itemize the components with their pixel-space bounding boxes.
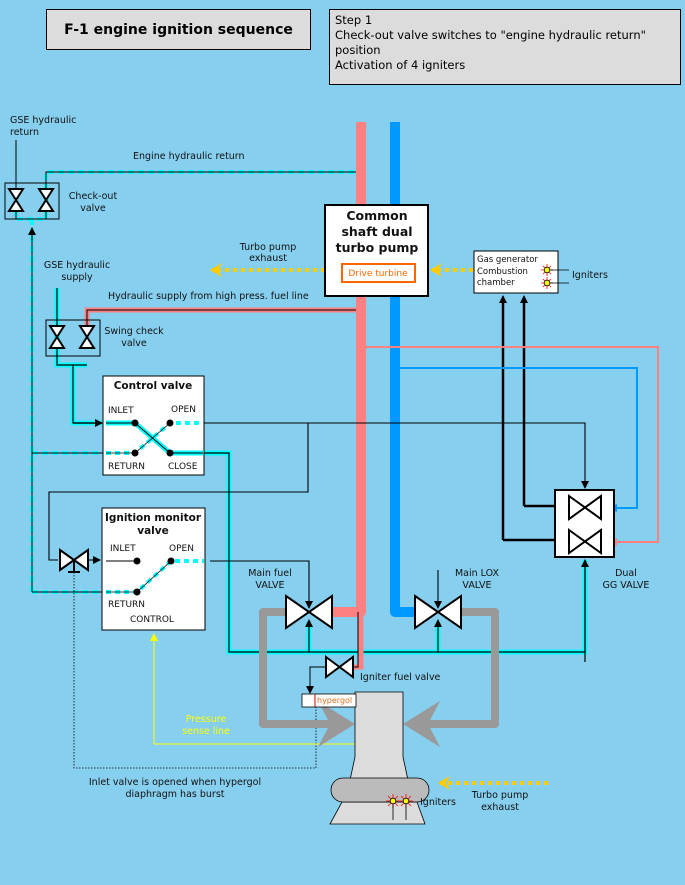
main-lox-valve (414, 594, 462, 630)
fuel-injection-arrow (318, 701, 355, 747)
control-valve: Control valve INLET OPEN RETURN CLOSE (102, 375, 205, 476)
engine-thrust-chamber (329, 691, 430, 825)
diagram-label: INLET (108, 406, 134, 416)
diagram-label: Hydraulic supply from high press. fuel l… (108, 291, 309, 302)
ignition-monitor-valve: Ignition monitor valve INLET OPEN RETURN… (101, 507, 206, 631)
main-fuel-valve (285, 594, 333, 630)
turbopump: Common shaft dual turbo pump Drive turbi… (324, 204, 429, 297)
gas-generator: Gas generator Combustion chamber (473, 250, 569, 294)
diagram-title: F-1 engine ignition sequence (46, 9, 311, 50)
diagram-label: RETURN (108, 462, 145, 472)
drive-turbine-label: Drive turbine (348, 269, 408, 279)
diagram-label: GSE hydraulic (10, 115, 76, 126)
diagram-label: Igniters (420, 797, 456, 808)
diagram-label: Engine hydraulic return (133, 151, 245, 162)
diagram-label: exhaust (481, 802, 519, 813)
diagram-label: Control valve (114, 380, 193, 392)
diagram-label: Igniter fuel valve (360, 672, 441, 683)
checkout-valve (4, 182, 60, 220)
diagram-label: Main fuel (248, 568, 292, 579)
diagram-label: Turbo pump (471, 790, 529, 801)
diagram-label: GG VALVE (603, 580, 650, 591)
step-line: Activation of 4 igniters (335, 58, 466, 72)
diagram-label: Igniters (572, 270, 608, 281)
diagram-label: OPEN (171, 405, 196, 415)
diagram-label: CONTROL (130, 615, 174, 625)
gg-lox-feed (400, 367, 638, 512)
gg-fuel-feed (366, 346, 659, 546)
diagram-label: Dual (615, 568, 637, 579)
diagram-label: VALVE (462, 580, 491, 591)
diagram-label: Common (346, 208, 407, 223)
diagram-label: exhaust (249, 253, 287, 264)
diagram-label: Pressure (186, 714, 227, 725)
diagram-label: VALVE (255, 580, 284, 591)
lox-injection-arrow (403, 701, 440, 747)
diagram-label: diaphragm has burst (125, 789, 224, 800)
diaphragm-sense-line (73, 572, 317, 769)
diagram-label: Combustion (477, 267, 528, 277)
diagram-label: Inlet valve is opened when hypergol (89, 777, 261, 788)
hypergol-cartridge: hypergol (301, 693, 357, 708)
diagram-label: RETURN (108, 600, 145, 610)
hydraulic-return-lines (14, 140, 356, 594)
diagram-label: sense line (182, 726, 230, 737)
diagram-label: GSE hydraulic (44, 260, 110, 271)
fuel-pipe (333, 122, 366, 617)
injection-loops (259, 608, 499, 728)
diagram-label: CLOSE (168, 462, 198, 472)
diagram-label: valve (121, 338, 147, 349)
diagram-label: Check-out (69, 191, 118, 202)
labels: GSE hydraulic return Engine hydraulic re… (10, 115, 649, 813)
dual-gg-valve (554, 489, 615, 558)
swing-check-valve (45, 319, 101, 357)
diagram-label: INLET (110, 544, 136, 554)
diagram-label: shaft dual (341, 224, 412, 239)
igniter-fuel-valve (325, 655, 354, 679)
diagram-label: valve (80, 203, 106, 214)
diagram-label: OPEN (169, 544, 194, 554)
diagram-label: valve (137, 525, 169, 537)
diagram-label: Turbo pump (239, 242, 297, 253)
step-heading: Step 1 (335, 13, 373, 27)
step-description: Step 1 Check-out valve switches to "engi… (329, 9, 681, 85)
hydraulic-solid-lines (54, 288, 589, 662)
ignition-monitor-inlet-valve (59, 548, 89, 573)
diagram-label: supply (61, 272, 93, 283)
diagram-label: turbo pump (336, 240, 419, 255)
diagram-label: Gas generator (477, 255, 538, 265)
step-line: Check-out valve switches to "engine hydr… (335, 28, 646, 57)
pressure-sense-line (150, 633, 355, 745)
diagram-label: hypergol (317, 696, 352, 705)
diagram-label: return (10, 127, 39, 138)
diagram-label: chamber (477, 278, 515, 288)
diagram-label: Swing check (104, 326, 164, 337)
diagram-label: Main LOX (455, 568, 500, 579)
diagram-label: Ignition monitor (105, 512, 202, 524)
